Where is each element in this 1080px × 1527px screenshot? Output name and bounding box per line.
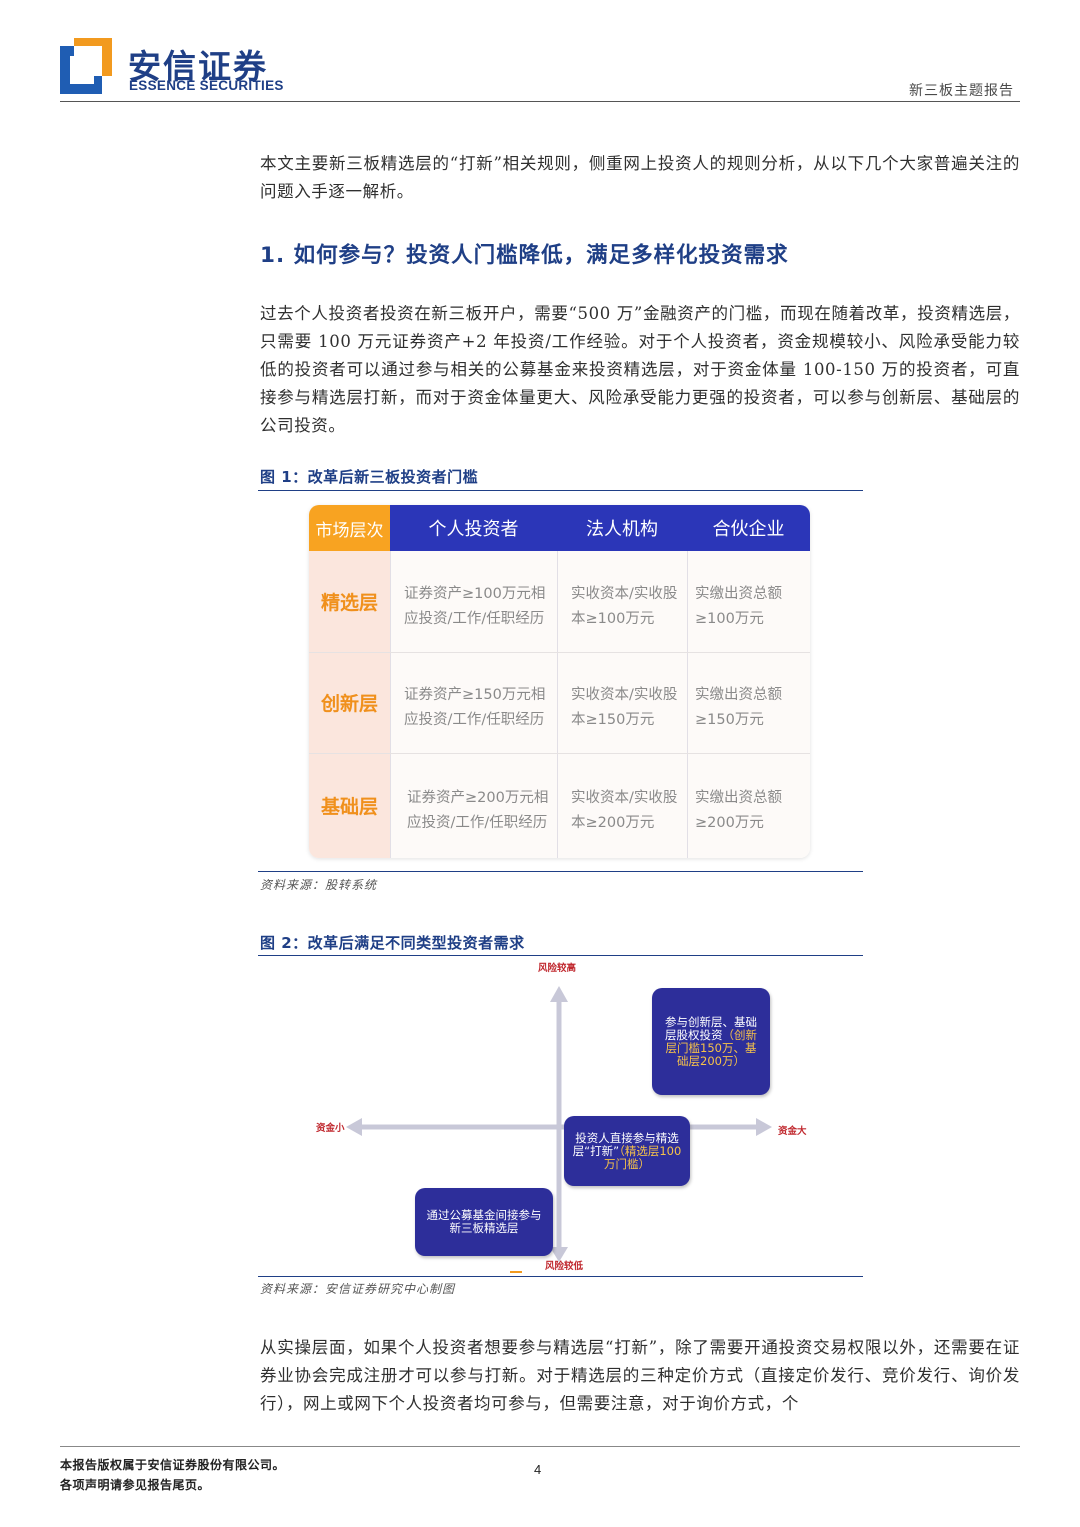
table-cell-corporate: 实收资本/实收股本≥150万元: [557, 652, 687, 753]
axis-label-small-capital: 资金小: [316, 1123, 345, 1134]
table-cell-corporate: 实收资本/实收股本≥100万元: [557, 551, 687, 652]
closing-paragraph: 从实操层面，如果个人投资者想要参与精选层“打新”，除了需要开通投资交易权限以外，…: [260, 1338, 1020, 1413]
box-text: 投资人直接参与精选层“打新”: [572, 1130, 679, 1158]
quadrant-axes: [346, 986, 772, 1273]
table-row-tier: 精选层: [309, 551, 390, 652]
table-divider: [557, 551, 558, 858]
box-highlight-text: （精选层100万门槛）: [604, 1143, 682, 1171]
table-cell-individual: 证券资产≥100万元相应投资/工作/任职经历: [390, 551, 557, 652]
section-paragraph: 过去个人投资者投资在新三板开户，需要“500 万”金融资产的门槛，而现在随着改革…: [260, 304, 1020, 435]
table-header-individual: 个人投资者: [390, 505, 557, 551]
footer-divider: [60, 1446, 1020, 1447]
table-cell-partnership: 实缴出资总额≥100万元: [687, 551, 810, 652]
table-divider: [309, 652, 810, 653]
essence-logo-icon: [60, 38, 112, 94]
box-text: 通过公募基金间接参与新三板精选层: [426, 1208, 542, 1235]
box-highlight-text: （创新层门槛150万、基础层200万）: [665, 1027, 757, 1068]
arrow-down-icon: [550, 1247, 568, 1262]
table-header-tier: 市场层次: [309, 505, 390, 551]
table-divider: [390, 551, 391, 858]
table-cell-individual: 证券资产≥200万元相应投资/工作/任职经历: [390, 753, 557, 858]
axis-label-low-risk: 风险较低: [545, 1261, 584, 1272]
table-header-partnership: 合伙企业: [687, 505, 810, 551]
table-cell-partnership: 实缴出资总额≥200万元: [687, 753, 810, 858]
box-text: 参与创新层、基础层股权投资: [665, 1014, 757, 1042]
page-header: 安信证券 ESSENCE SECURITIES 新三板主题报告: [0, 0, 1080, 104]
axis-label-large-capital: 资金大: [778, 1126, 807, 1137]
table-row-tier: 基础层: [309, 753, 390, 858]
figure2-source: 资料来源：安信证券研究中心制图: [260, 1282, 456, 1296]
section-heading: 1. 如何参与？投资人门槛降低，满足多样化投资需求: [260, 243, 789, 268]
table-row-tier: 创新层: [309, 652, 390, 753]
figure1-top-rule: [258, 490, 863, 491]
figure1-bottom-rule: [258, 871, 863, 872]
figure2-bottom-rule: [258, 1276, 863, 1277]
box-select-tier-ipo: 投资人直接参与精选层“打新”（精选层100万门槛）: [564, 1116, 690, 1186]
table-cell-individual: 证券资产≥150万元相应投资/工作/任职经历: [390, 652, 557, 753]
investor-quadrant-diagram: 风险较高 风险较低 资金小 资金大 参与创新层、基础层股权投资（创新层门槛150…: [258, 958, 863, 1276]
company-name-cn: 安信证券: [128, 47, 268, 86]
box-innovation-basic-tier: 参与创新层、基础层股权投资（创新层门槛150万、基础层200万）: [652, 988, 770, 1095]
axis-label-high-risk: 风险较高: [538, 963, 577, 974]
figure1-source: 资料来源：股转系统: [260, 878, 378, 892]
table-divider: [309, 753, 810, 754]
figure2-top-rule: [258, 955, 863, 956]
arrow-left-icon: [346, 1118, 362, 1136]
copyright-note: 本报告版权属于安信证券股份有限公司。: [60, 1458, 286, 1472]
figure1-title: 图 1：改革后新三板投资者门槛: [260, 468, 479, 486]
box-public-fund: 通过公募基金间接参与新三板精选层: [415, 1188, 553, 1256]
table-cell-corporate: 实收资本/实收股本≥200万元: [557, 753, 687, 858]
table-divider: [687, 551, 688, 858]
intro-paragraph: 本文主要新三板精选层的“打新”相关规则，侧重网上投资人的规则分析，从以下几个大家…: [260, 154, 1020, 201]
figure2-title: 图 2：改革后满足不同类型投资者需求: [260, 934, 525, 952]
arrow-right-icon: [756, 1118, 772, 1136]
investor-threshold-table: 市场层次 个人投资者 法人机构 合伙企业 精选层 证券资产≥100万元相应投资/…: [309, 505, 810, 858]
header-divider: [60, 101, 1020, 102]
table-cell-partnership: 实缴出资总额≥150万元: [687, 652, 810, 753]
report-type-label: 新三板主题报告: [909, 83, 1014, 99]
disclaimer-note: 各项声明请参见报告尾页。: [60, 1478, 211, 1492]
page-number: 4: [534, 1462, 542, 1477]
arrow-up-icon: [550, 986, 568, 1002]
company-name-en: ESSENCE SECURITIES: [129, 78, 284, 93]
table-header-corporate: 法人机构: [557, 505, 687, 551]
